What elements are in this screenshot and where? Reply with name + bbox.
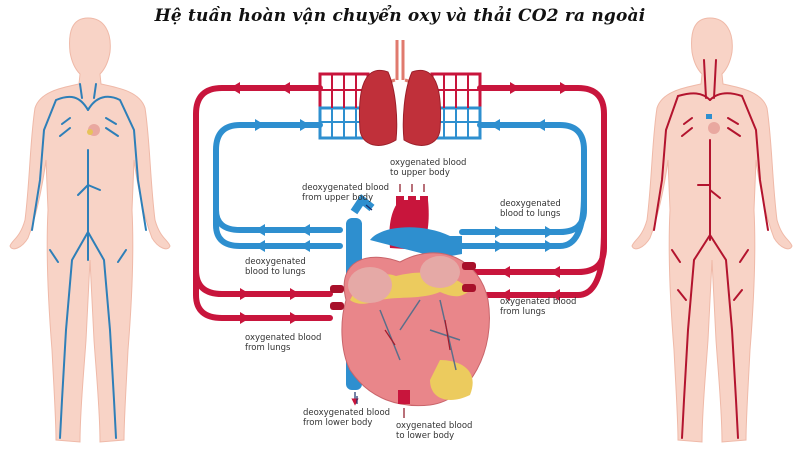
diagram-title: Hệ tuần hoàn vận chuyển oxy và thải CO2 … bbox=[154, 6, 646, 26]
lungs bbox=[358, 40, 442, 146]
left-body-venous-system bbox=[9, 17, 171, 443]
heart bbox=[330, 194, 490, 407]
label-pointers bbox=[356, 184, 425, 418]
right-body-arterial-system bbox=[631, 17, 793, 443]
flow-arrows bbox=[230, 82, 570, 324]
circulation-pipes bbox=[193, 85, 607, 321]
